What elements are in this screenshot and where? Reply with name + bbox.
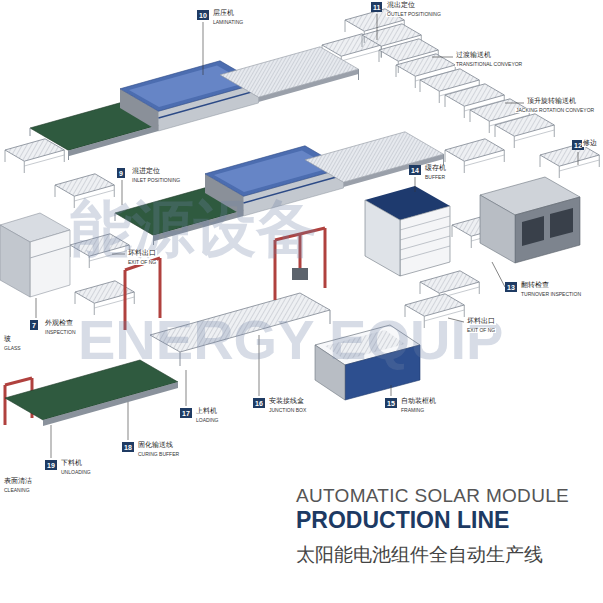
callout-number: 13 [505, 282, 517, 292]
part-name: 上料机 [195, 408, 218, 415]
part-name-english: CURING BUFFER [137, 452, 180, 457]
callout-number: 10 [197, 10, 209, 20]
part-name-english: JUNCTION BOX [268, 408, 307, 413]
caption: 太阳能电池组件全自动生产线 [296, 545, 543, 564]
part-name: 坏料出口 [127, 250, 157, 257]
part-name-english: GLASS [3, 346, 22, 351]
part-name: 顶升旋转输送机 [526, 98, 577, 105]
part-name: 翻转检查 [520, 282, 550, 289]
subtitle: AUTOMATIC SOLAR MODULE [296, 486, 569, 505]
callout-number: 15 [385, 398, 397, 408]
part-name: 下料机 [60, 460, 83, 467]
part-name: 混出定位 [386, 2, 416, 9]
part-name-english: JACKING ROTATION CONVEYOR [515, 108, 595, 113]
part-name-english: EXIT OF NG [127, 260, 157, 265]
part-name: 外观检查 [44, 320, 74, 327]
part-name-english: OUTLET POSITIONING [386, 12, 442, 17]
part-name-english: LAMINATING [212, 20, 244, 25]
part-name: 表面清洁 [3, 478, 33, 485]
part-name-english: LOADING [195, 418, 220, 423]
part-name-english: EXIT OF NG [466, 328, 496, 333]
part-name-english: INLET POSITIONING [131, 178, 181, 183]
part-name: 固化输送线 [137, 442, 174, 449]
part-name: 层压机 [212, 10, 235, 17]
callout-number: 18 [122, 442, 134, 452]
part-name: 缓存机 [424, 165, 447, 172]
part-name-english: BUFFER [424, 175, 446, 180]
callout-number: 16 [253, 398, 265, 408]
part-name: 玻 [3, 336, 12, 343]
part-name: 安装接线盒 [268, 398, 305, 405]
callout-number: 19 [45, 460, 57, 470]
callout-number: 11 [371, 2, 382, 12]
part-name: 过渡输送机 [455, 52, 492, 59]
part-name-english: TRANSITIONAL CONVEYOR [455, 62, 523, 67]
title: PRODUCTION LINE [296, 509, 509, 532]
callout-number: 17 [180, 408, 192, 418]
part-name-english: UNLOADING [60, 470, 92, 475]
part-name-english: FRAMING [400, 408, 425, 413]
part-name: 坏料出口 [466, 318, 496, 325]
callout-number: 14 [409, 165, 421, 175]
part-name-english: CLEANING [3, 488, 31, 493]
part-name: 自动装框机 [400, 398, 437, 405]
part-name: 混进定位 [131, 168, 161, 175]
callout-number: 7 [30, 320, 38, 330]
watermark: ENERGY EQUIP [78, 312, 503, 368]
part-name-english: INSPECTION [44, 330, 77, 335]
part-name: 修边 [582, 140, 598, 147]
callout-number: 9 [117, 168, 125, 178]
part-name-english: TURNOVER INSPECTION [520, 292, 582, 297]
watermark: 能源设备 [70, 198, 318, 260]
